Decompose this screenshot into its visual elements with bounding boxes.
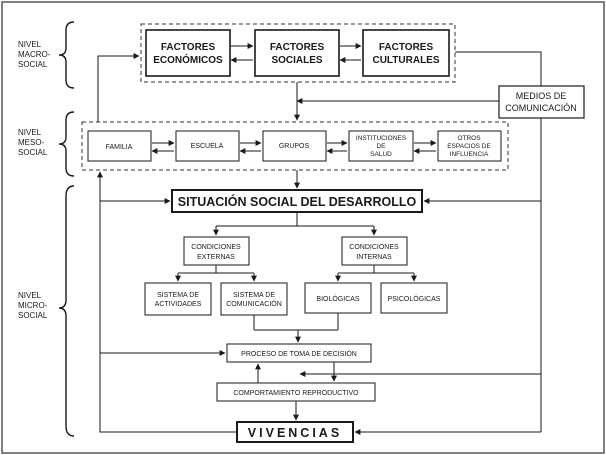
svg-text:COMUNICACIÓN: COMUNICACIÓN <box>226 299 282 308</box>
svg-text:COMPORTAMIENTO REPRODUCTIVO: COMPORTAMIENTO REPRODUCTIVO <box>233 390 359 397</box>
macro-brace <box>58 21 75 89</box>
svg-text:FACTORES: FACTORES <box>161 42 216 53</box>
box-sistema-comunicacion: SISTEMA DE COMUNICACIÓN <box>220 282 288 316</box>
level-label-micro: NIVEL MICRO- SOCIAL <box>18 291 48 320</box>
box-proceso-toma-decision: PROCESO DE TOMA DE DECISIÓN <box>226 343 372 363</box>
svg-text:SOCIAL: SOCIAL <box>18 311 48 320</box>
svg-text:MESO-: MESO- <box>18 138 45 147</box>
box-condiciones-internas: CONDICIONES INTERNAS <box>341 236 408 266</box>
svg-text:FACTORES: FACTORES <box>270 42 325 53</box>
macro-arrows <box>230 43 362 63</box>
svg-text:CULTURALES: CULTURALES <box>372 55 439 66</box>
connector-lines <box>97 51 542 435</box>
box-factores-economicos: FACTORES ECONÓMICOS <box>145 29 231 77</box>
box-factores-sociales: FACTORES SOCIALES <box>254 29 340 77</box>
svg-text:INSTITUCIONES: INSTITUCIONES <box>356 135 407 142</box>
box-familia: FAMILIA <box>87 130 152 162</box>
box-otros-espacios: OTROS ESPACIOS DE INFLUENCIA <box>437 130 502 162</box>
svg-text:NIVEL: NIVEL <box>18 128 42 137</box>
svg-text:NIVEL: NIVEL <box>18 40 42 49</box>
box-medios-comunicacion: MEDIOS DE COMUNICACIÓN <box>498 85 585 119</box>
box-factores-culturales: FACTORES CULTURALES <box>362 29 450 77</box>
box-grupos: GRUPOS <box>262 130 327 162</box>
box-escuela: ESCUELA <box>175 130 240 162</box>
svg-text:OTROS: OTROS <box>457 135 481 142</box>
svg-text:GRUPOS: GRUPOS <box>279 143 310 150</box>
svg-text:NIVEL: NIVEL <box>18 291 42 300</box>
svg-text:FACTORES: FACTORES <box>379 42 434 53</box>
level-label-meso: NIVEL MESO- SOCIAL <box>18 128 48 157</box>
box-biologicas: BIOLÓGICAS <box>304 282 372 314</box>
meso-group-dashed <box>81 121 509 171</box>
svg-text:INFLUENCIA: INFLUENCIA <box>450 151 489 158</box>
svg-text:ECONÓMICOS: ECONÓMICOS <box>153 53 223 66</box>
svg-text:COMUNICACIÓN: COMUNICACIÓN <box>505 103 577 113</box>
svg-text:PSICOLÓGICAS: PSICOLÓGICAS <box>388 294 441 303</box>
svg-text:VIVENCIAS: VIVENCIAS <box>248 426 342 440</box>
box-condiciones-externas: CONDICIONES EXTERNAS <box>183 236 250 266</box>
svg-text:CONDICIONES: CONDICIONES <box>349 244 399 251</box>
svg-text:MACRO-: MACRO- <box>18 50 51 59</box>
box-sistema-actividades: SISTEMA DE ACTIVIDADES <box>144 282 212 316</box>
svg-text:SOCIAL: SOCIAL <box>18 60 48 69</box>
box-comportamiento-reproductivo: COMPORTAMIENTO REPRODUCTIVO <box>216 382 376 402</box>
svg-text:SISTEMA DE: SISTEMA DE <box>233 292 275 299</box>
svg-text:ESCUELA: ESCUELA <box>191 143 224 150</box>
macro-group-dashed <box>140 23 456 83</box>
svg-text:SALUD: SALUD <box>370 151 392 158</box>
svg-text:FAMILIA: FAMILIA <box>106 144 133 151</box>
meso-brace <box>58 111 75 177</box>
svg-text:ACTIVIDADES: ACTIVIDADES <box>155 301 202 308</box>
svg-text:PROCESO DE TOMA DE DECISIÓN: PROCESO DE TOMA DE DECISIÓN <box>241 349 357 358</box>
svg-text:MICRO-: MICRO- <box>18 301 48 310</box>
box-situacion-social: SITUACIÓN SOCIAL DEL DESARROLLO <box>171 189 423 213</box>
svg-text:DE: DE <box>376 143 386 150</box>
svg-text:MEDIOS DE: MEDIOS DE <box>516 91 567 101</box>
box-psicologicas: PSICOLÓGICAS <box>380 282 448 314</box>
meso-arrows <box>151 140 437 154</box>
svg-text:BIOLÓGICAS: BIOLÓGICAS <box>316 294 360 303</box>
svg-text:INTERNAS: INTERNAS <box>356 254 392 261</box>
level-label-macro: NIVEL MACRO- SOCIAL <box>18 40 51 69</box>
box-instituciones-salud: INSTITUCIONES DE SALUD <box>348 130 414 162</box>
svg-text:SISTEMA DE: SISTEMA DE <box>157 292 199 299</box>
svg-text:ESPACIOS DE: ESPACIOS DE <box>447 143 491 150</box>
svg-text:SOCIAL: SOCIAL <box>18 148 48 157</box>
box-vivencias: VIVENCIAS <box>236 421 354 443</box>
svg-text:SOCIALES: SOCIALES <box>271 55 322 66</box>
svg-text:SITUACIÓN SOCIAL DEL DESARROLL: SITUACIÓN SOCIAL DEL DESARROLLO <box>178 194 417 209</box>
micro-brace <box>58 185 75 437</box>
svg-text:CONDICIONES: CONDICIONES <box>191 244 241 251</box>
svg-text:EXTERNAS: EXTERNAS <box>197 254 235 261</box>
